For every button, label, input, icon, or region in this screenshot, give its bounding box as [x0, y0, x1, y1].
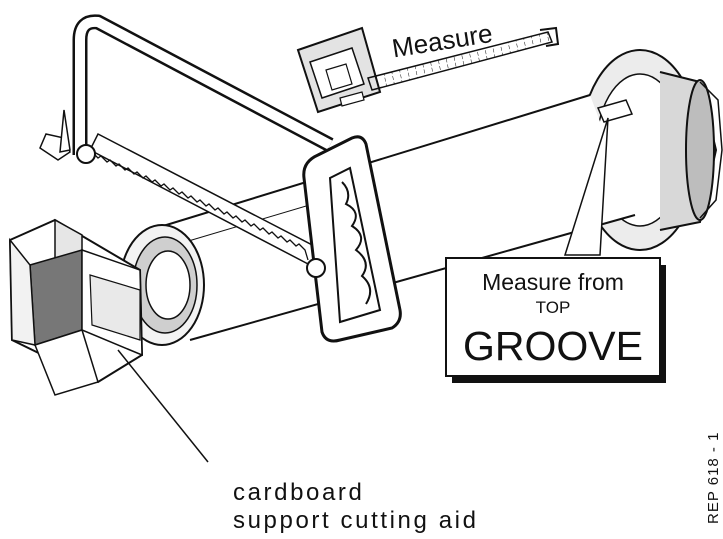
caption-line-2: support cutting aid	[233, 507, 479, 534]
callout-line-1: Measure from	[482, 269, 624, 295]
callout-line-3: GROOVE	[463, 323, 643, 369]
cardboard-support	[8, 218, 144, 396]
reference-code: REP 618 - 1	[705, 432, 722, 524]
caption-leader-line	[117, 349, 209, 463]
callout-line-2: TOP	[536, 298, 571, 317]
measuring-tape	[296, 26, 560, 114]
callout-box: Measure from TOP GROOVE	[445, 117, 666, 383]
top-groove-mark	[596, 99, 634, 123]
roll-cut-end	[119, 224, 205, 346]
hacksaw	[39, 14, 402, 343]
caption-line-1: cardboard	[233, 479, 364, 506]
